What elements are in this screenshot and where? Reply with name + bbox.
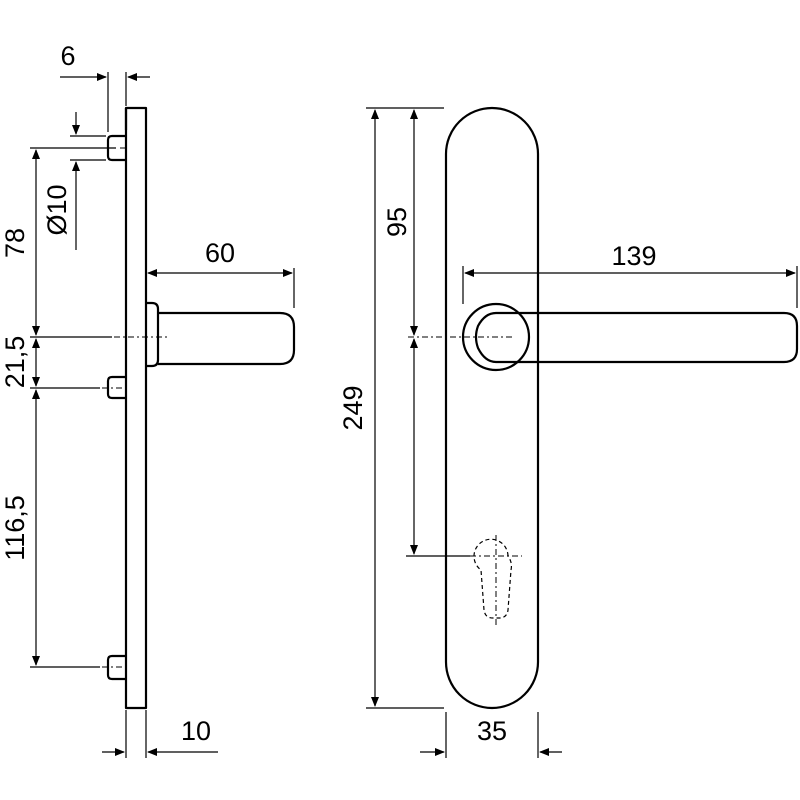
side-handle	[158, 311, 296, 366]
front-handle	[474, 311, 799, 364]
dim-handle-to-fixing: 21,5	[0, 336, 30, 389]
dim-plate-width: 35	[477, 716, 507, 746]
dim-fixing-spacing: 116,5	[0, 495, 30, 561]
front-rose	[461, 302, 531, 372]
dim-top-to-handle-side: 78	[0, 228, 30, 258]
dim-plate-height: 249	[338, 385, 368, 430]
side-rose	[146, 301, 160, 368]
dim-pin-width: 6	[60, 41, 75, 71]
dim-handle-length: 139	[611, 241, 656, 271]
front-plate	[444, 106, 540, 710]
dim-pin-diameter: Ø10	[42, 184, 72, 235]
side-plate	[124, 106, 148, 710]
dim-handle-projection: 60	[205, 238, 235, 268]
side-view: 6 Ø10 78 60 21,5 116,5 10	[0, 41, 296, 758]
front-view: 249 95 139 35	[338, 106, 799, 758]
dim-top-to-handle-front: 95	[382, 207, 412, 237]
dim-plate-thickness: 10	[181, 716, 211, 746]
front-keyhole	[473, 538, 513, 619]
